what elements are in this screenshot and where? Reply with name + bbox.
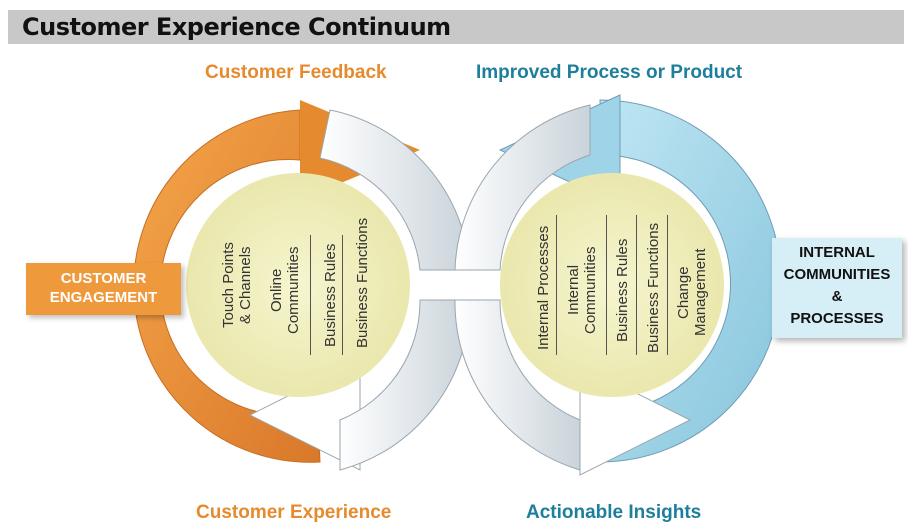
right-divider-2 (606, 215, 607, 355)
left-orange-ring (133, 109, 321, 463)
label-actionable-insights: Actionable Insights (526, 502, 702, 523)
label-improved-process: Improved Process or Product (476, 62, 743, 83)
left-divider (310, 235, 311, 355)
label-customer-feedback: Customer Feedback (205, 62, 387, 83)
page-title: Customer Experience Continuum (22, 13, 451, 41)
internal-communities-box: INTERNAL COMMUNITIES & PROCESSES (772, 238, 902, 338)
right-item-internal-communities: Internal Communities (565, 246, 599, 334)
left-item-business-functions: Business Functions (354, 217, 371, 348)
box-right-line4: PROCESSES (790, 310, 884, 327)
right-item-change-management: Change Management (675, 248, 709, 337)
right-item-business-rules: Business Rules (614, 238, 631, 342)
customer-engagement-box: CUSTOMER ENGAGEMENT (26, 263, 181, 315)
right-white-top (454, 104, 591, 271)
box-left-line2: ENGAGEMENT (49, 289, 158, 306)
right-item-business-functions: Business Functions (645, 222, 662, 353)
box-right-line2: COMMUNITIES (783, 266, 891, 283)
right-divider-4 (667, 215, 668, 355)
box-right-line1: INTERNAL (799, 244, 875, 261)
right-divider-3 (636, 215, 637, 355)
right-white-bottom (454, 299, 581, 471)
left-item-business-rules: Business Rules (322, 243, 339, 347)
right-divider-1 (556, 215, 557, 355)
left-center-disc (186, 173, 410, 397)
box-right-line3: & (831, 288, 843, 305)
box-left-line1: CUSTOMER (60, 270, 147, 287)
left-item-online-communities: Online Communities (268, 246, 302, 334)
title-bar: Customer Experience Continuum (8, 10, 904, 44)
left-divider-2 (342, 235, 343, 355)
left-item-touch-points: Touch Points & Channels (220, 242, 254, 328)
right-item-internal-processes: Internal Processes (535, 225, 552, 350)
right-blue-ring (599, 99, 782, 463)
label-customer-experience: Customer Experience (196, 502, 392, 523)
